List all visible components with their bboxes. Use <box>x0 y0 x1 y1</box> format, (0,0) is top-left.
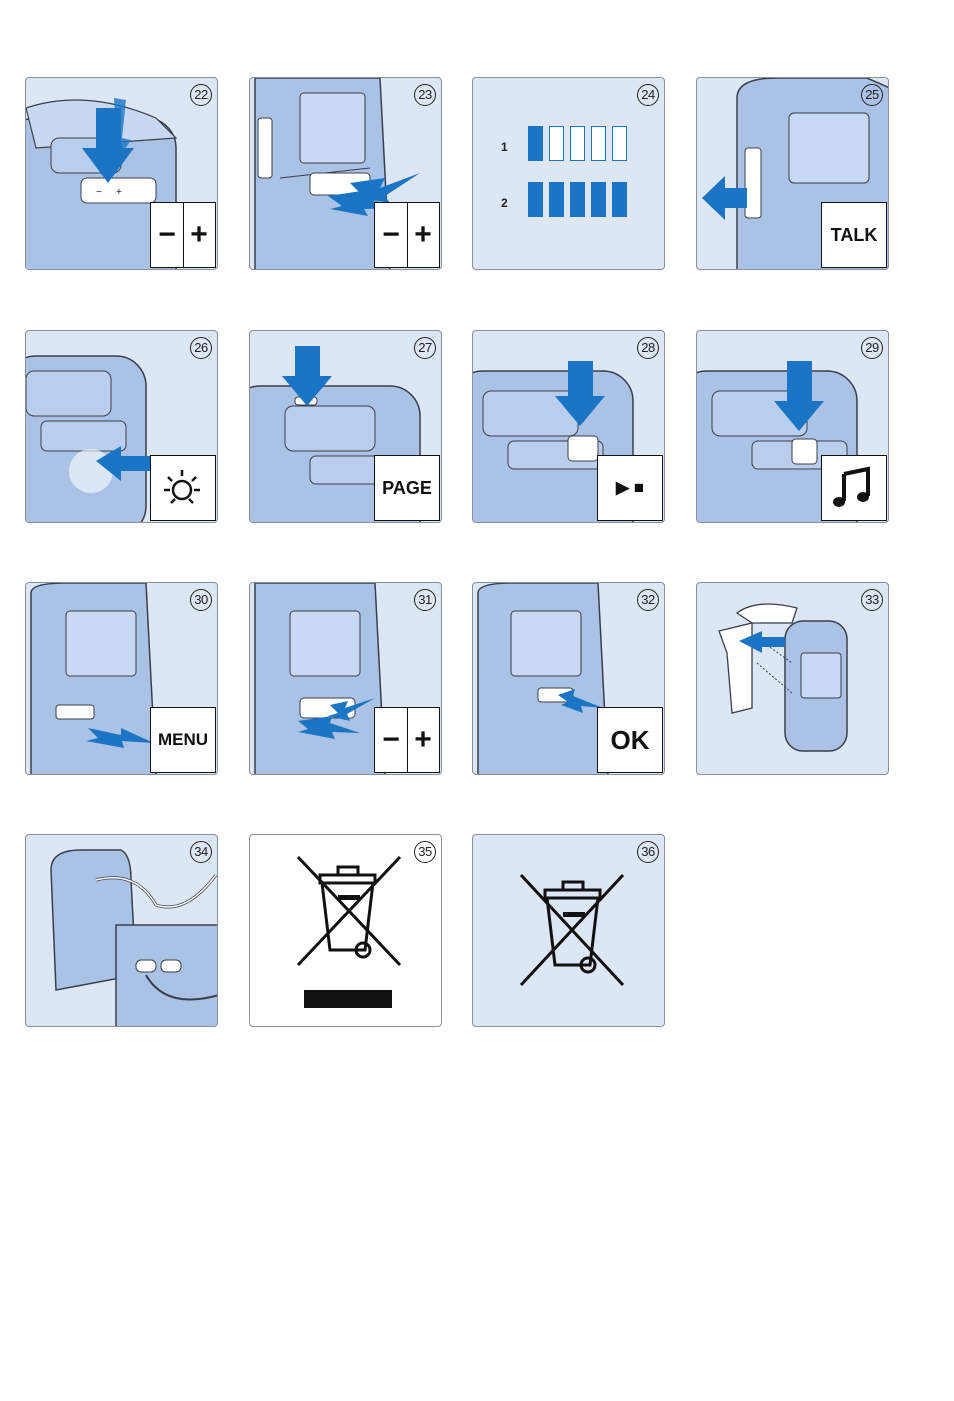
menu-key-icon: MENU <box>150 707 216 773</box>
step-number: 25 <box>861 84 883 106</box>
step-26-panel: 26 <box>25 330 218 523</box>
device-volume-illustration <box>254 583 386 774</box>
play-stop-label: ▶ ■ <box>615 478 645 497</box>
svg-text:+: + <box>116 187 122 198</box>
plus-symbol: + <box>190 218 208 251</box>
minus-symbol: − <box>151 203 184 267</box>
minus-symbol: − <box>375 708 408 772</box>
step-number: 23 <box>414 84 436 106</box>
step-32-panel: OK 32 <box>472 582 665 775</box>
lanyard-illustration <box>50 849 217 1026</box>
device-nightlight-illustration <box>26 355 151 522</box>
music-key-icon <box>821 455 887 521</box>
page-key-icon: PAGE <box>374 455 440 521</box>
step-22-panel: − + − + 22 <box>25 77 218 270</box>
level-bar <box>612 126 627 161</box>
step-number: 29 <box>861 337 883 359</box>
step-number: 30 <box>190 589 212 611</box>
step-number: 33 <box>861 589 883 611</box>
step-29-panel: 29 <box>696 330 889 523</box>
level-bar <box>549 182 564 217</box>
device-ok-illustration <box>477 583 609 774</box>
belt-clip-illustration <box>718 603 848 752</box>
level-bar <box>528 126 543 161</box>
plus-symbol: + <box>414 723 432 756</box>
step-number: 28 <box>637 337 659 359</box>
minus-plus-key-icon: − + <box>150 202 216 268</box>
step-24-panel: 1 2 24 <box>472 77 665 270</box>
minus-symbol: − <box>375 203 408 267</box>
level-bar <box>528 182 543 217</box>
level-bar <box>549 126 564 161</box>
level-bar <box>570 126 585 161</box>
talk-label: TALK <box>830 224 878 245</box>
level-bar <box>591 182 606 217</box>
step-27-panel: PAGE 27 <box>249 330 442 523</box>
minus-plus-key-icon: − + <box>374 202 440 268</box>
step-34-panel: 34 <box>25 834 218 1027</box>
talk-key-icon: TALK <box>821 202 887 268</box>
step-33-panel: 33 <box>696 582 889 775</box>
step-number: 34 <box>190 841 212 863</box>
plus-symbol: + <box>414 218 432 251</box>
crossed-out-bin-icon <box>519 873 625 987</box>
step-35-panel: 35 <box>249 834 442 1027</box>
step-number: 22 <box>190 84 212 106</box>
step-number: 36 <box>637 841 659 863</box>
level-row-label: 2 <box>501 196 508 210</box>
step-36-panel: 36 <box>472 834 665 1027</box>
step-number: 24 <box>637 84 659 106</box>
step-number: 35 <box>414 841 436 863</box>
step-number: 27 <box>414 337 436 359</box>
level-bar <box>591 126 606 161</box>
step-number: 26 <box>190 337 212 359</box>
svg-text:−: − <box>96 187 102 198</box>
device-volume-illustration: − + <box>26 98 178 269</box>
step-number: 32 <box>637 589 659 611</box>
music-note-icon <box>833 466 870 507</box>
device-music-illustration <box>697 361 858 522</box>
step-number: 31 <box>414 589 436 611</box>
play-stop-key-icon: ▶ ■ <box>597 455 663 521</box>
level-bar <box>570 182 585 217</box>
device-menu-illustration <box>30 583 157 774</box>
device-volume-illustration <box>254 78 420 269</box>
weee-black-bar <box>304 990 392 1008</box>
night-light-key-icon <box>150 455 216 521</box>
ok-key-icon: OK <box>597 707 663 773</box>
page-label: PAGE <box>382 477 432 498</box>
ok-label: OK <box>610 724 650 755</box>
level-row-label: 1 <box>501 140 508 154</box>
step-31-panel: − + 31 <box>249 582 442 775</box>
step-28-panel: ▶ ■ 28 <box>472 330 665 523</box>
level-bar <box>612 182 627 217</box>
step-30-panel: MENU 30 <box>25 582 218 775</box>
crossed-out-bin-icon <box>296 855 402 967</box>
minus-plus-key-icon: − + <box>374 707 440 773</box>
step-23-panel: − + 23 <box>249 77 442 270</box>
menu-label: MENU <box>157 730 209 749</box>
step-25-panel: TALK 25 <box>696 77 889 270</box>
night-light-icon <box>164 470 200 504</box>
